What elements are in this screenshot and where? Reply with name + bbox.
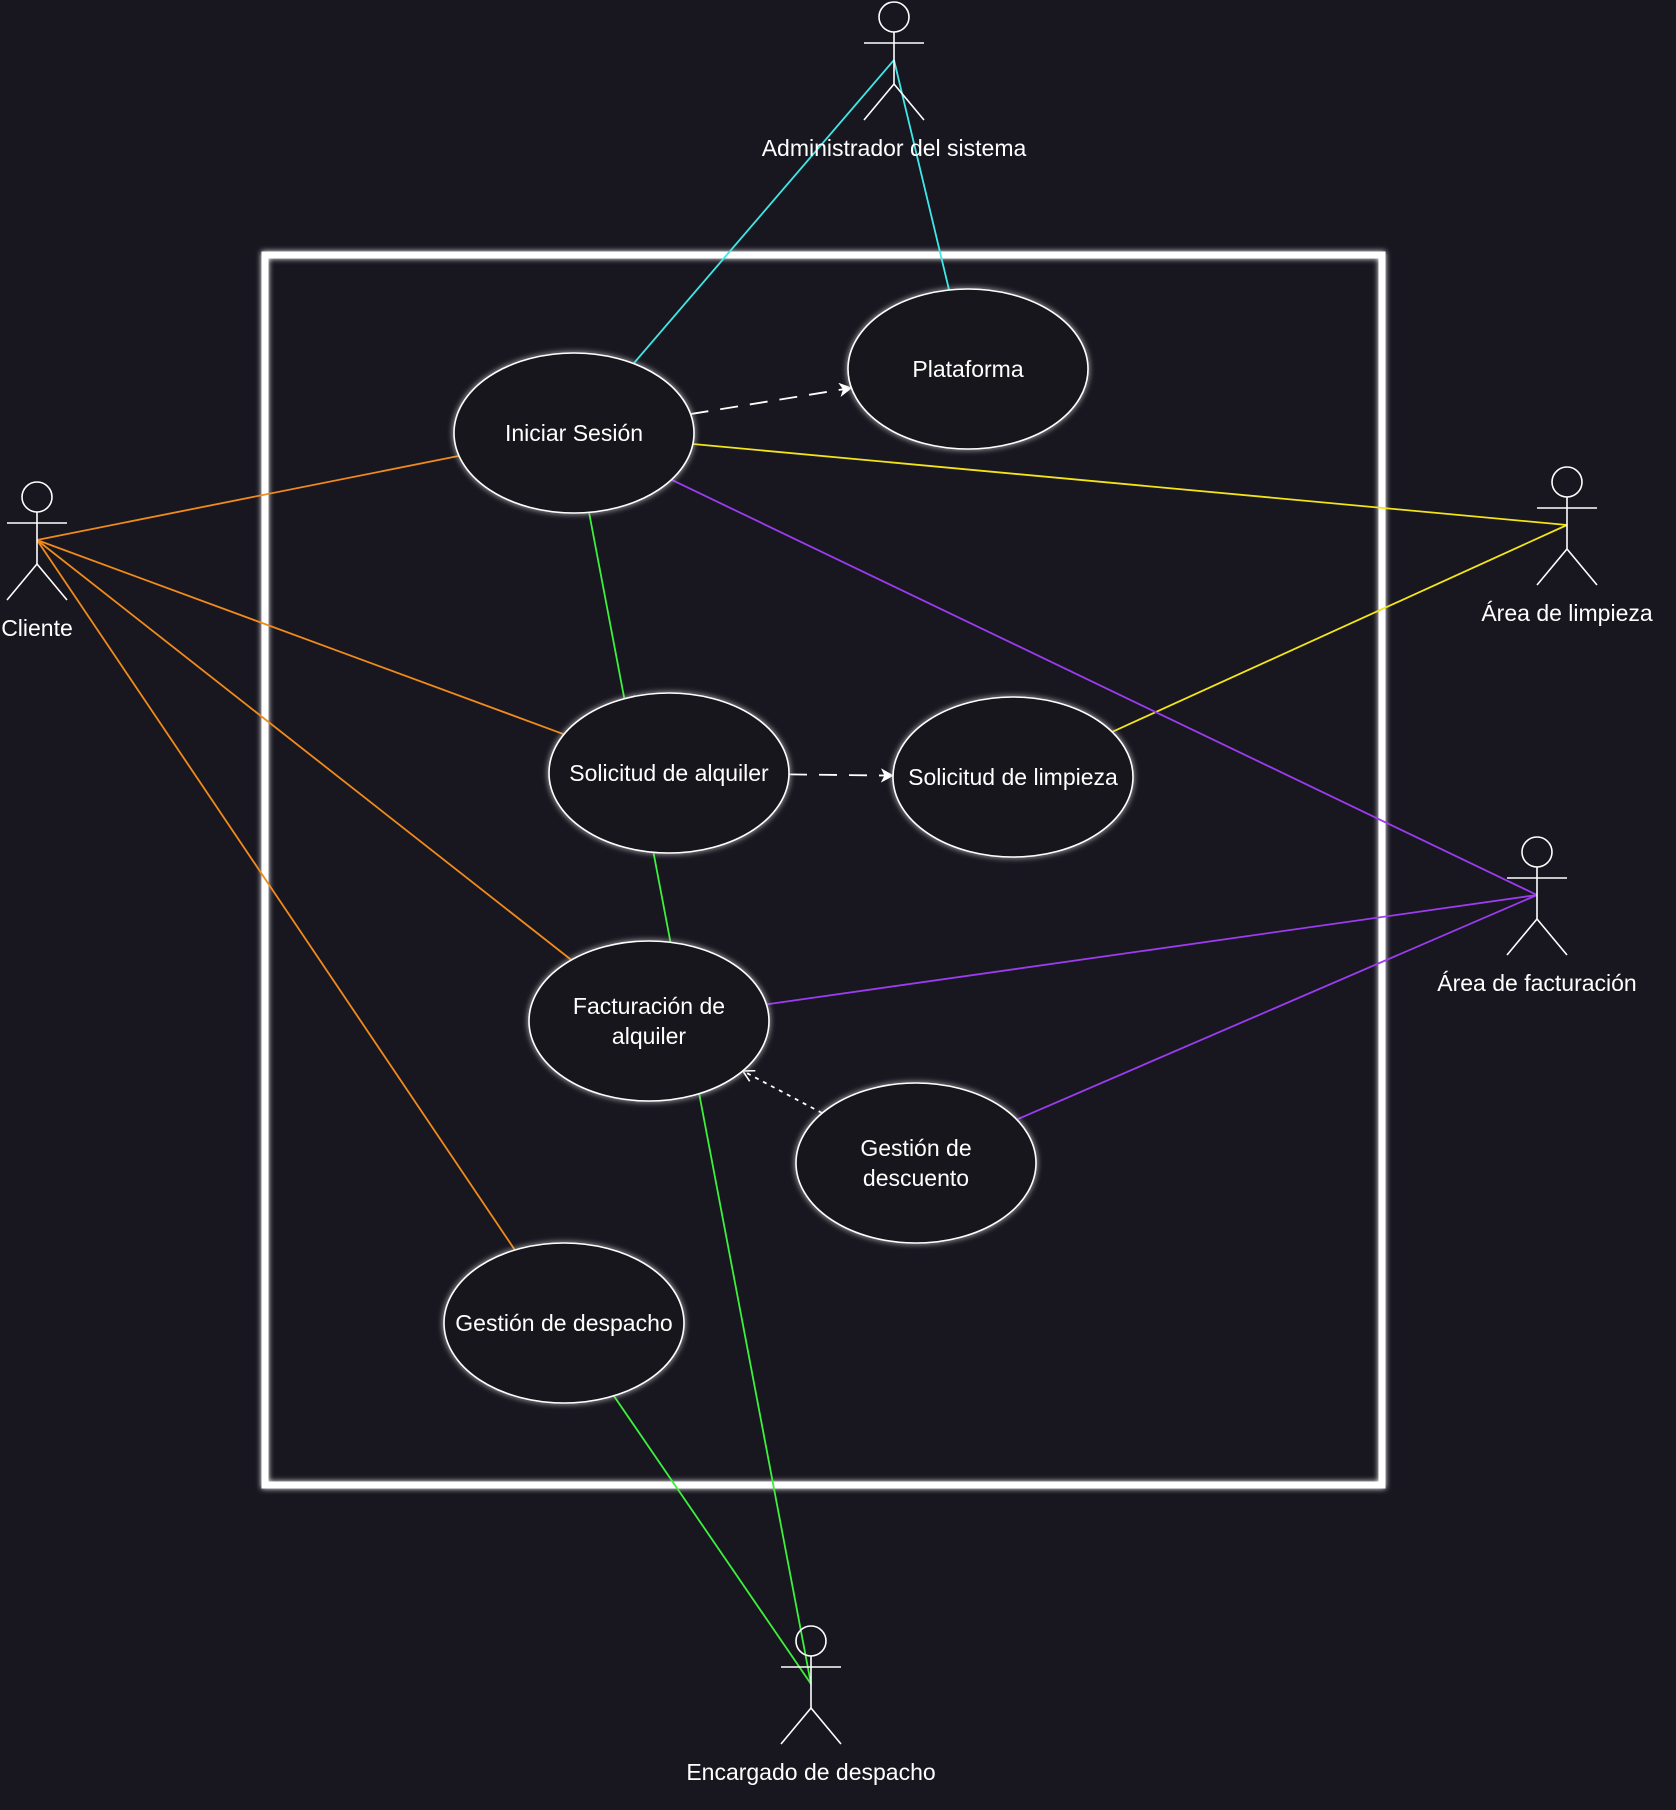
association-facturacion-iniciar bbox=[671, 478, 1538, 896]
actor-label: Área de limpieza bbox=[1481, 600, 1653, 626]
dependency-solicitud_alquiler-solicitud_limpieza bbox=[788, 774, 893, 775]
use-case-label: Plataforma bbox=[912, 356, 1023, 382]
stick-figure-icon bbox=[1506, 836, 1568, 956]
association-facturacion-facturacion_alquiler bbox=[766, 894, 1538, 1006]
use-case-iniciar[interactable]: Iniciar Sesión bbox=[453, 352, 695, 514]
stick-figure-icon bbox=[863, 1, 925, 121]
use-case-label: descuento bbox=[863, 1165, 969, 1191]
actor-facturacion[interactable]: Área de facturación bbox=[1437, 836, 1637, 996]
actor-limpieza[interactable]: Área de limpieza bbox=[1481, 466, 1653, 626]
dependency-iniciar-plataforma bbox=[690, 388, 852, 415]
use-case-descuento[interactable]: Gestión de descuento bbox=[795, 1082, 1037, 1244]
actor-label: Encargado de despacho bbox=[686, 1759, 935, 1785]
association-cliente-solicitud_alquiler bbox=[36, 539, 565, 736]
use-case-ellipse bbox=[548, 692, 790, 854]
association-cliente-facturacion_alquiler bbox=[36, 539, 572, 961]
stick-figure-icon bbox=[780, 1625, 842, 1745]
use-case-ellipse bbox=[795, 1082, 1037, 1244]
association-cliente-despacho_uc bbox=[36, 539, 516, 1251]
dependencies-layer bbox=[690, 388, 893, 1114]
use-case-facturacion_alquiler[interactable]: Facturación de alquiler bbox=[528, 940, 770, 1102]
stick-figure-icon bbox=[1536, 466, 1598, 586]
use-case-label: Gestión de despacho bbox=[455, 1310, 672, 1336]
use-case-plataforma[interactable]: Plataforma bbox=[847, 288, 1089, 450]
use-case-label: Facturación de bbox=[573, 993, 725, 1019]
association-limpieza-solicitud_limpieza bbox=[1111, 524, 1568, 733]
actor-label: Administrador del sistema bbox=[762, 135, 1027, 161]
actor-despacho[interactable]: Encargado de despacho bbox=[686, 1625, 936, 1785]
dependency-descuento-facturacion_alquiler bbox=[741, 1069, 823, 1114]
association-admin-iniciar bbox=[632, 59, 895, 365]
use-case-label: Solicitud de limpieza bbox=[908, 764, 1118, 790]
association-facturacion-descuento bbox=[1016, 894, 1538, 1121]
use-case-ellipse bbox=[528, 940, 770, 1102]
use-case-solicitud_limpieza[interactable]: Solicitud de limpieza bbox=[892, 696, 1134, 858]
use-case-label: Solicitud de alquiler bbox=[569, 760, 769, 786]
use-case-solicitud_alquiler[interactable]: Solicitud de alquiler bbox=[548, 692, 790, 854]
actor-admin[interactable]: Administrador del sistema bbox=[762, 1, 1027, 161]
use-case-ellipse bbox=[453, 352, 695, 514]
actor-label: Cliente bbox=[1, 615, 73, 641]
system-boundary bbox=[261, 251, 1386, 1489]
use-case-label: alquiler bbox=[612, 1023, 686, 1049]
use-case-label: Iniciar Sesión bbox=[505, 420, 643, 446]
use-case-ellipse bbox=[847, 288, 1089, 450]
association-cliente-iniciar bbox=[36, 455, 460, 541]
use-case-ellipse bbox=[443, 1242, 685, 1404]
stick-figure-icon bbox=[6, 481, 68, 601]
associations-layer bbox=[36, 59, 1568, 1685]
association-despacho-despacho_uc bbox=[613, 1395, 812, 1685]
association-limpieza-iniciar bbox=[692, 443, 1568, 526]
actor-label: Área de facturación bbox=[1437, 970, 1636, 996]
association-admin-plataforma bbox=[893, 59, 950, 291]
use-case-ellipse bbox=[892, 696, 1134, 858]
actor-cliente[interactable]: Cliente bbox=[1, 481, 73, 641]
use-case-despacho_uc[interactable]: Gestión de despacho bbox=[443, 1242, 685, 1404]
use-case-label: Gestión de bbox=[860, 1135, 971, 1161]
